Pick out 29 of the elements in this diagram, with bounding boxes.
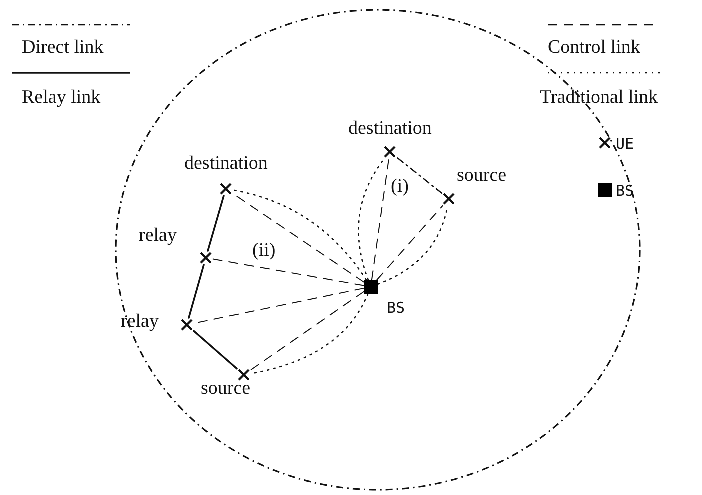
node-label: BS [387, 300, 406, 316]
legend-text: UE [616, 136, 634, 152]
control-link [371, 158, 390, 280]
relay-link [193, 330, 238, 370]
direct-link [396, 156, 443, 194]
node-label: destination [184, 154, 268, 172]
legend-text: Direct link [22, 38, 104, 56]
node-label: source [201, 378, 251, 398]
user-equipment-marker [237, 368, 251, 382]
relay-link [207, 195, 225, 252]
user-equipment-marker [180, 318, 194, 332]
user-equipment-marker [442, 192, 456, 206]
path-label: (i) [391, 176, 409, 196]
legend-text: Traditional link [540, 88, 658, 106]
path-label: (ii) [252, 240, 276, 260]
base-station-marker [364, 280, 378, 294]
relay-link [188, 264, 205, 319]
user-equipment-marker [383, 145, 397, 159]
node-label: destination [348, 118, 432, 138]
node-label: relay [121, 312, 159, 330]
node-label: relay [139, 226, 177, 244]
user-equipment-marker [219, 182, 233, 196]
legend-text: Relay link [22, 88, 101, 106]
user-equipment-marker [199, 251, 213, 265]
legend-text: Control link [548, 38, 640, 56]
node-label: source [457, 166, 507, 184]
legend-text: BS [616, 184, 634, 198]
traditional-link [358, 158, 386, 281]
control-link [212, 258, 364, 286]
